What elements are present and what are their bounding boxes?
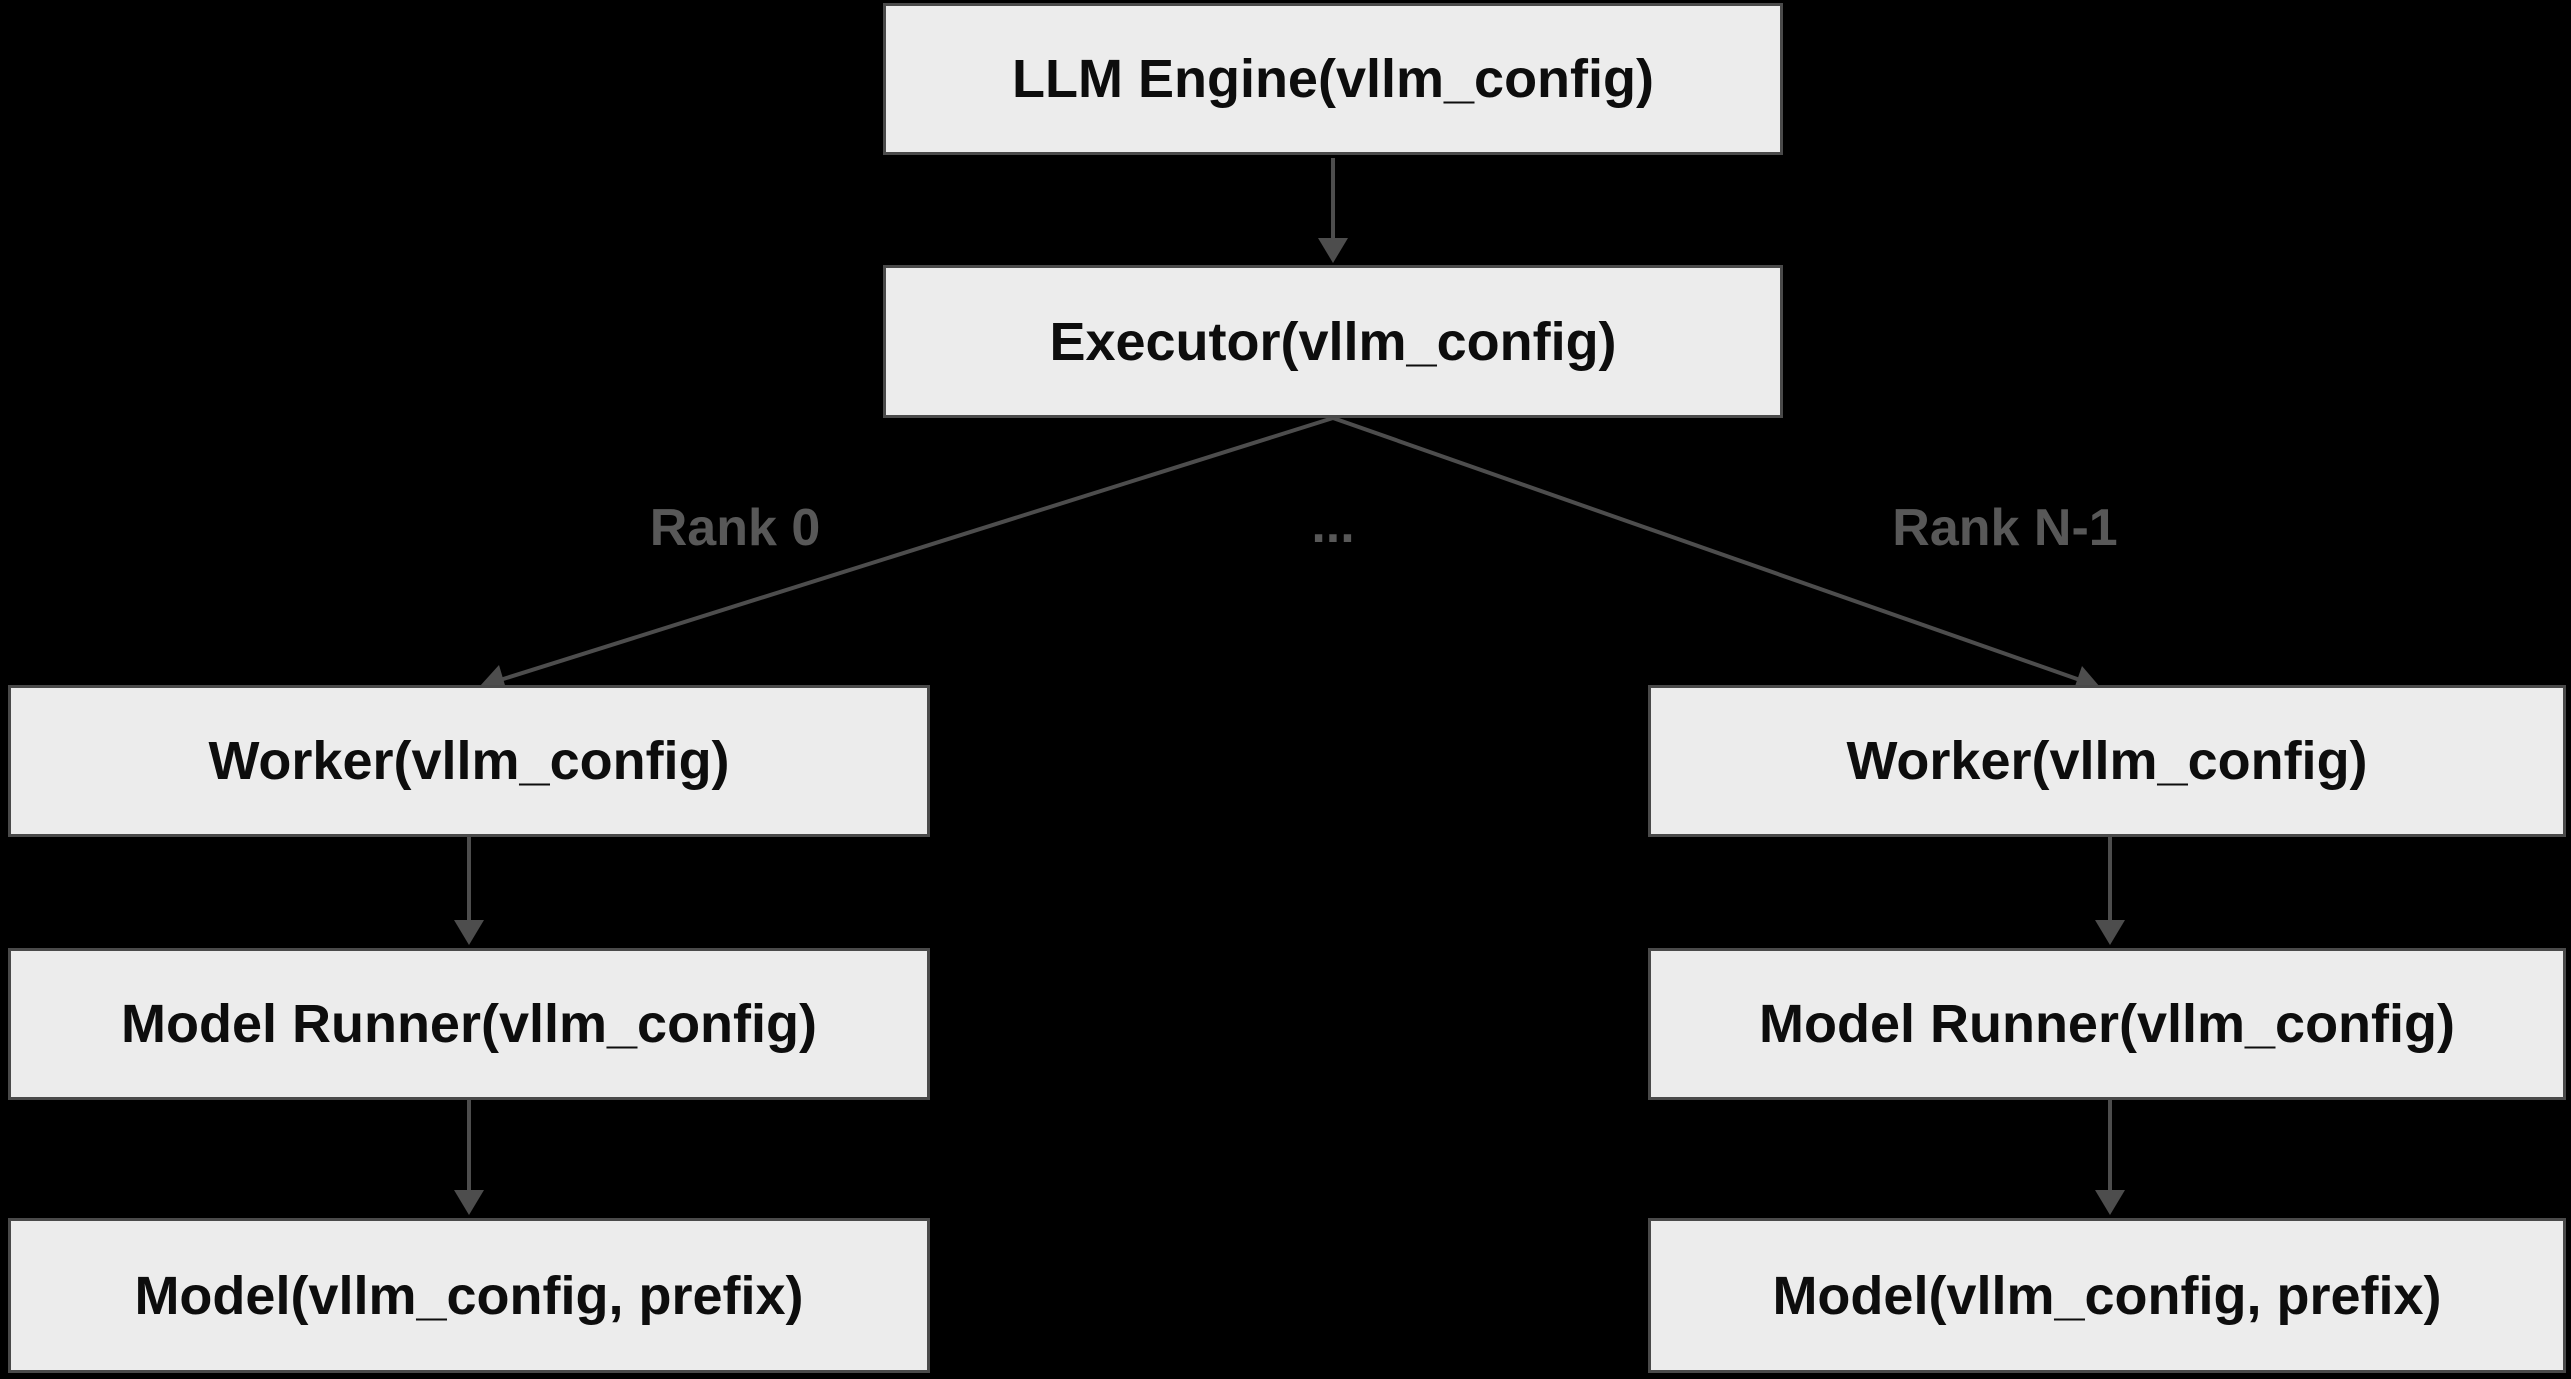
node-worker-rankN-label: Worker(vllm_config) bbox=[1846, 731, 2368, 791]
node-model-rankN: Model(vllm_config, prefix) bbox=[1648, 1218, 2566, 1373]
arrow-runner-to-model-rank0 bbox=[454, 1100, 484, 1215]
edge-label-rank-n-1-text: Rank N-1 bbox=[1892, 499, 2118, 557]
node-executor: Executor(vllm_config) bbox=[883, 265, 1783, 418]
edge-label-ellipsis: ... bbox=[1258, 495, 1408, 555]
edge-label-rank-n-1: Rank N-1 bbox=[1855, 498, 2155, 558]
edge-label-rank-0: Rank 0 bbox=[585, 498, 885, 558]
node-model-rank0: Model(vllm_config, prefix) bbox=[8, 1218, 930, 1373]
arrow-runner-to-model-rankN bbox=[2095, 1100, 2125, 1215]
arrow-worker-to-runner-rank0 bbox=[454, 837, 484, 945]
arrow-engine-to-executor bbox=[1318, 158, 1348, 263]
node-model-runner-rankN-label: Model Runner(vllm_config) bbox=[1758, 994, 2455, 1054]
node-model-rank0-label: Model(vllm_config, prefix) bbox=[134, 1265, 804, 1326]
edge-label-rank-0-text: Rank 0 bbox=[649, 499, 821, 557]
arrow-worker-to-runner-rankN bbox=[2095, 837, 2125, 945]
node-model-runner-rank0: Model Runner(vllm_config) bbox=[8, 948, 930, 1100]
node-worker-rankN: Worker(vllm_config) bbox=[1648, 685, 2566, 837]
node-worker-rank0-label: Worker(vllm_config) bbox=[208, 731, 730, 791]
node-model-runner-rank0-label: Model Runner(vllm_config) bbox=[120, 994, 817, 1054]
node-llm-engine-label: LLM Engine(vllm_config) bbox=[1012, 49, 1654, 109]
node-executor-label: Executor(vllm_config) bbox=[1049, 311, 1617, 372]
edge-label-ellipsis-text: ... bbox=[1311, 496, 1355, 554]
node-model-rankN-label: Model(vllm_config, prefix) bbox=[1772, 1265, 2442, 1326]
node-model-runner-rankN: Model Runner(vllm_config) bbox=[1648, 948, 2566, 1100]
node-llm-engine: LLM Engine(vllm_config) bbox=[883, 3, 1783, 155]
node-worker-rank0: Worker(vllm_config) bbox=[8, 685, 930, 837]
